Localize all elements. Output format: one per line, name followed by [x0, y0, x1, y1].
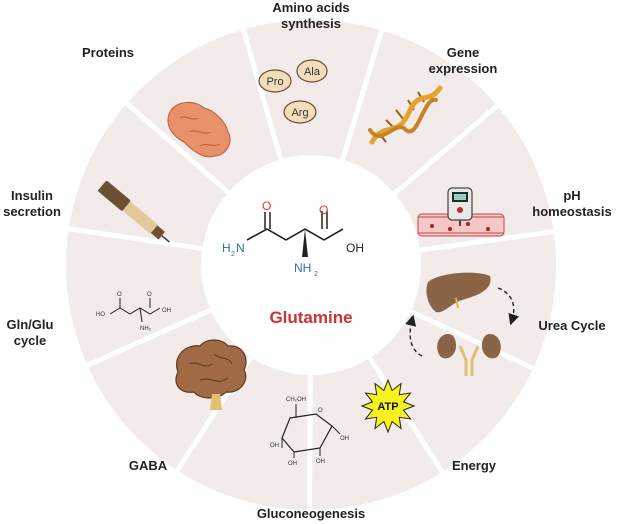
glucose-structure: CH₂OH O OH OH OH OH	[270, 397, 349, 467]
atom-sub-nh: 2	[314, 271, 318, 278]
label-amino-2: synthesis	[281, 16, 341, 31]
glucose-oh-b: OH	[316, 459, 325, 465]
urea-arrow-right	[497, 287, 520, 326]
segment-separator	[400, 304, 539, 373]
label-energy: Energy	[452, 458, 497, 473]
atom-n-left: N	[236, 241, 245, 255]
glucose-oh-right: OH	[340, 436, 349, 442]
atom-oh: OH	[346, 241, 364, 255]
glnglu-o-a: O	[117, 292, 122, 298]
label-insulin-2: secretion	[3, 204, 61, 219]
glnglu-oh: OH	[162, 308, 171, 314]
kidney-icon	[437, 334, 501, 376]
bubble-pro-label: Pro	[266, 76, 283, 88]
segment-separator	[81, 303, 221, 370]
center-circle	[201, 155, 421, 375]
bubble-arg-label: Arg	[291, 107, 308, 119]
bubble-ala-label: Ala	[304, 66, 321, 78]
segment-separator	[306, 364, 313, 516]
glucose-o: O	[318, 408, 323, 414]
atom-nh: NH	[294, 261, 311, 275]
atp-label: ATP	[377, 401, 398, 413]
atom-o-left: O	[262, 199, 271, 213]
glucometer-icon	[417, 187, 505, 237]
label-gaba: GABA	[129, 458, 168, 473]
glutamine-structure: O O H 2 N OH NH 2 Glutamine	[222, 199, 364, 327]
glucose-oh-left: OH	[270, 443, 279, 449]
amino-acid-bubbles: Pro Ala Arg	[258, 59, 328, 124]
glnglu-o-b: O	[147, 292, 152, 298]
label-amino-1: Amino acids	[272, 0, 349, 15]
glutamate-structure: HO O O OH NH₂	[96, 292, 171, 332]
glnglu-ho: HO	[96, 312, 105, 318]
segment-labels: Amino acids synthesis Gene expression pH…	[3, 0, 612, 521]
label-insulin-1: Insulin	[11, 188, 53, 203]
label-glnglu-1: Gln/Glu	[7, 317, 54, 332]
glutamine-bonds	[246, 228, 344, 241]
bubble-arg	[283, 100, 317, 124]
segment-separator	[409, 228, 560, 254]
brain-icon	[175, 339, 247, 410]
segment-separator	[239, 23, 286, 170]
glucose-oh-a: OH	[288, 461, 297, 467]
label-gluconeogenesis: Gluconeogenesis	[257, 506, 365, 521]
atom-o-right: O	[319, 203, 328, 217]
label-proteins: Proteins	[82, 45, 134, 60]
wedge-bond	[302, 229, 308, 257]
liver-icon	[426, 272, 491, 313]
center-title: Glutamine	[269, 308, 352, 327]
atp-burst-icon: ATP	[360, 378, 416, 434]
segment-separator	[337, 24, 386, 170]
protein-blob-icon	[167, 102, 231, 158]
label-gene-2: expression	[429, 61, 498, 76]
insulin-pen-icon	[98, 180, 170, 243]
urea-arrow-left	[405, 314, 423, 357]
label-urea: Urea Cycle	[538, 318, 605, 333]
atom-sub-left: 2	[231, 251, 235, 258]
glnglu-nh2: NH₂	[140, 326, 152, 332]
bubble-pro	[258, 69, 292, 93]
segment-separators	[63, 23, 560, 516]
segment-separator	[121, 98, 238, 201]
segment-separator	[385, 100, 503, 202]
label-glnglu-2: cycle	[14, 333, 47, 348]
segment-separator	[63, 225, 213, 253]
atom-h-left: H	[222, 241, 231, 255]
label-ph-1: pH	[563, 188, 580, 203]
label-gene-1: Gene	[447, 45, 480, 60]
bubble-ala	[296, 59, 328, 83]
dna-helix-icon	[368, 85, 443, 145]
glucose-ch2oh: CH₂OH	[286, 397, 306, 403]
label-ph-2: homeostasis	[532, 204, 611, 219]
